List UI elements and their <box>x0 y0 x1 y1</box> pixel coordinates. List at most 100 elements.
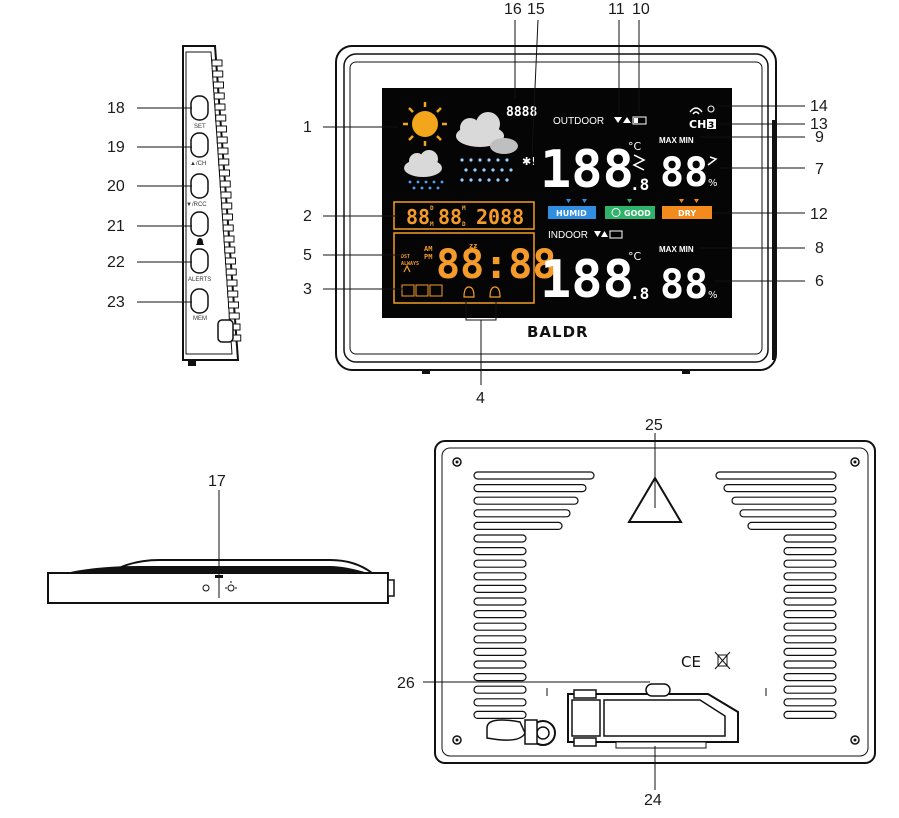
callout-15: 15 <box>527 1 545 18</box>
date-month: 88 <box>438 205 462 229</box>
outdoor-temp-digits: 188 <box>540 140 634 200</box>
callout-4: 4 <box>476 390 485 407</box>
vent-slot <box>473 521 563 531</box>
outdoor-label: OUTDOOR <box>553 116 604 127</box>
callout-21: 21 <box>107 218 125 235</box>
radio-tower-icon <box>403 264 411 273</box>
vent-slot <box>473 496 579 505</box>
stand[interactable] <box>567 689 739 749</box>
vent-slot <box>473 572 527 581</box>
side-rib <box>228 312 240 320</box>
ch-number: 3 <box>708 121 714 131</box>
pressure-digits: 8888 <box>506 105 537 120</box>
vent-slot <box>473 672 527 682</box>
snow-icon <box>460 158 513 182</box>
vent-slot <box>473 597 527 606</box>
callout-20: 20 <box>107 178 125 195</box>
mem-button[interactable] <box>190 288 209 314</box>
side-rib <box>216 136 228 144</box>
vent-slot <box>473 584 527 594</box>
vent-slot <box>783 647 837 657</box>
stand-latch[interactable] <box>645 683 671 697</box>
vent-slot <box>473 534 527 543</box>
humidity-trend-icon <box>707 156 718 166</box>
dry-text: DRY <box>678 209 696 218</box>
signal-icon <box>689 107 703 115</box>
trend-arrows-icon <box>614 117 631 123</box>
vent-slot <box>783 572 837 581</box>
side-rib <box>214 103 226 111</box>
callout-6: 6 <box>815 273 824 290</box>
indoor-temp-decimal: .8 <box>630 284 649 303</box>
pm-label: PM <box>424 253 432 261</box>
mem-label: MEM <box>193 316 207 322</box>
sun-icon <box>403 102 447 146</box>
backlight-icon <box>225 581 237 592</box>
callout-11: 11 <box>608 1 625 18</box>
side-view: SET ▲/CH ▼/RCC ALERTS MEM <box>182 45 242 366</box>
date-d-label: D <box>430 205 434 212</box>
rcc-button[interactable] <box>190 173 209 199</box>
indoor-label: INDOOR <box>548 230 588 241</box>
indoor-degc: °C <box>628 250 642 263</box>
vent-slot <box>747 521 837 531</box>
alarm-button[interactable] <box>190 211 209 237</box>
indoor-trend-arrows-icon <box>594 231 608 237</box>
outdoor-degc: °C <box>628 140 642 153</box>
vent-slot <box>723 484 837 493</box>
date-year: 2088 <box>476 205 524 229</box>
screw-holes <box>452 457 860 745</box>
bell-icon <box>196 238 204 245</box>
side-rib <box>224 246 236 254</box>
humid-text: HUMID <box>556 209 587 218</box>
side-rib <box>212 70 224 78</box>
callout-numbers: 1 2 3 4 5 6 7 8 9 10 11 12 13 14 15 16 1… <box>107 1 828 809</box>
vent-slot <box>783 559 837 568</box>
vent-slot <box>783 622 837 631</box>
lcd-screen <box>382 88 732 318</box>
indoor-max-min: MAX MIN <box>659 245 694 254</box>
bottom-view <box>47 559 395 604</box>
side-rib <box>219 169 230 177</box>
callout-25: 25 <box>645 417 663 434</box>
vent-slot <box>473 647 527 657</box>
side-rib <box>227 290 239 298</box>
callout-16: 16 <box>504 1 522 18</box>
cycle-icon <box>707 105 715 113</box>
vent-slot <box>731 496 837 505</box>
smiley-icon <box>611 208 621 217</box>
vent-slot <box>473 622 527 631</box>
ce-mark: CE <box>681 653 701 671</box>
vent-slot <box>473 546 527 556</box>
dst-label: DST <box>401 254 410 260</box>
ch-button[interactable] <box>190 132 209 158</box>
callout-2: 2 <box>303 208 312 225</box>
callout-5: 5 <box>303 247 312 264</box>
date-d-label-2: D <box>462 221 466 228</box>
date-m-label: M <box>430 221 434 228</box>
vent-slot <box>473 559 527 568</box>
left-vent-slots <box>473 471 595 720</box>
alerts-button[interactable] <box>190 248 209 274</box>
comfort-bar: HUMID GOOD DRY <box>548 199 712 219</box>
ch-indicator: CH <box>689 118 706 131</box>
side-rib <box>222 213 233 221</box>
date-day: 88 <box>406 205 430 229</box>
snowflake-alert-icon: ✱! <box>522 155 536 168</box>
set-button[interactable] <box>190 95 209 121</box>
side-rib <box>213 92 225 100</box>
rcc-label: ▼/RCC <box>186 202 207 208</box>
indoor-percent: % <box>708 290 718 301</box>
side-rib <box>220 191 232 199</box>
callout-22: 22 <box>107 254 125 271</box>
alerts-label: ALERTS <box>188 277 211 283</box>
svg-text:✱!: ✱! <box>522 155 536 168</box>
vent-slot <box>783 660 837 669</box>
vent-slot <box>739 509 837 518</box>
vent-slot <box>473 660 527 669</box>
vent-slot <box>473 509 571 518</box>
side-rib <box>217 147 229 155</box>
snooze-light-button[interactable] <box>215 575 223 578</box>
